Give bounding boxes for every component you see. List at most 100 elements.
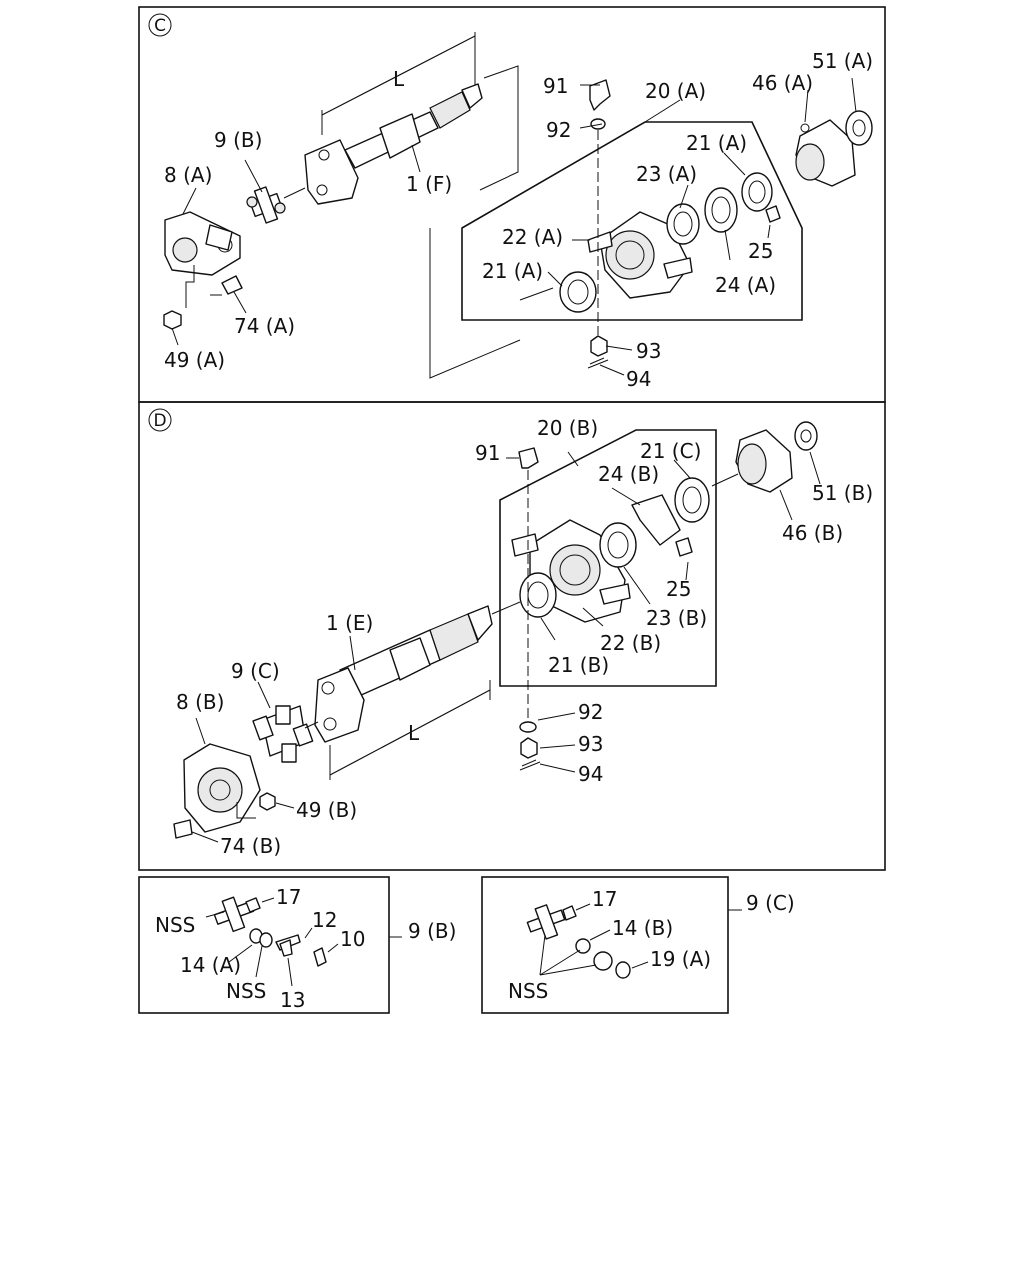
washer-92-d <box>519 721 537 733</box>
washer-92-c <box>590 118 606 130</box>
label-21a-top: 21 (A) <box>686 131 747 155</box>
label-23a: 23 (A) <box>636 162 697 186</box>
label-49a: 49 (A) <box>164 348 225 372</box>
label-10: 10 <box>340 927 365 951</box>
bearing-23b <box>599 522 637 568</box>
bolt-74b <box>173 819 193 839</box>
flange-yoke-8a <box>164 211 241 276</box>
label-46b: 46 (B) <box>782 521 843 545</box>
section-d-marker-circle <box>148 408 172 432</box>
label-22a: 22 (A) <box>502 225 563 249</box>
label-1f: 1 (F) <box>406 172 452 196</box>
label-21a-left: 21 (A) <box>482 259 543 283</box>
universal-joint-9b <box>246 186 286 224</box>
label-74a: 74 (A) <box>234 314 295 338</box>
nut-51a <box>845 110 873 146</box>
label-21c: 21 (C) <box>640 439 701 463</box>
label-l-d: L <box>408 721 420 745</box>
label-94-d: 94 <box>578 762 603 786</box>
collar-24b <box>631 494 681 546</box>
bolt-74a <box>221 275 243 295</box>
label-17-b: 17 <box>276 885 301 909</box>
section-d: D <box>138 401 886 871</box>
detail-9c-title: 9 (C) <box>746 891 795 915</box>
label-8b: 8 (B) <box>176 690 224 714</box>
nut-93-d <box>520 737 538 759</box>
propeller-shaft-1e <box>314 605 493 743</box>
detail-9c-frame <box>481 876 729 1014</box>
companion-flange-46b <box>735 429 793 493</box>
label-74b: 74 (B) <box>220 834 281 858</box>
label-46a: 46 (A) <box>752 71 813 95</box>
bearing-23a <box>666 203 700 245</box>
seal-nss-b <box>259 932 273 948</box>
grease-nipple-17-b <box>245 897 261 913</box>
label-13: 13 <box>280 988 305 1012</box>
grease-nipple-17-c <box>562 905 577 921</box>
label-20b: 20 (B) <box>537 416 598 440</box>
seal-21b <box>519 572 557 618</box>
cotter-pin-94-d <box>519 759 541 771</box>
label-23b: 23 (B) <box>646 606 707 630</box>
companion-flange-46a <box>795 119 856 187</box>
label-nss-c: NSS <box>508 979 548 1003</box>
nut-49b <box>259 792 276 811</box>
label-24b: 24 (B) <box>598 462 659 486</box>
label-17-c: 17 <box>592 887 617 911</box>
label-14a: 14 (A) <box>180 953 241 977</box>
label-nss-b2: NSS <box>226 979 266 1003</box>
dimension-line-l <box>321 35 476 116</box>
label-9b: 9 (B) <box>214 128 262 152</box>
bolt-91-c <box>589 79 611 111</box>
section-c: C L <box>138 6 886 403</box>
label-8a: 8 (A) <box>164 163 212 187</box>
nut-51b <box>794 421 818 451</box>
label-92-d: 92 <box>578 700 603 724</box>
label-94-c: 94 <box>626 367 651 391</box>
lock-plate-13 <box>279 939 293 957</box>
label-25-d: 25 <box>666 577 691 601</box>
label-25-c: 25 <box>748 239 773 263</box>
detail-9b-title: 9 (B) <box>408 919 456 943</box>
bolt-10 <box>313 947 327 967</box>
label-49b: 49 (B) <box>296 798 357 822</box>
collar-24a <box>704 187 738 233</box>
section-c-marker-circle <box>148 13 172 37</box>
label-91-c: 91 <box>543 74 568 98</box>
label-93-d: 93 <box>578 732 603 756</box>
label-20a: 20 (A) <box>645 79 706 103</box>
propeller-shaft-1f <box>304 83 483 205</box>
dimension-line-l-d <box>329 689 491 776</box>
label-51b: 51 (B) <box>812 481 873 505</box>
section-c-marker: C <box>154 16 166 36</box>
section-d-marker: D <box>153 411 166 431</box>
nut-49a <box>163 310 182 330</box>
label-1e: 1 (E) <box>326 611 373 635</box>
detail-9c: 9 (C) 17 14 (B) 19 (A) NSS <box>481 876 795 1014</box>
detail-9b: 9 (B) 17 NSS 12 10 14 (A) NSS 13 <box>138 876 456 1014</box>
grease-nipple-25-d <box>675 537 693 557</box>
label-l: L <box>393 67 405 91</box>
section-d-frame <box>138 401 886 871</box>
universal-joint-9c <box>252 705 314 763</box>
seal-21a-right <box>741 172 773 212</box>
label-21b: 21 (B) <box>548 653 609 677</box>
label-22b: 22 (B) <box>600 631 661 655</box>
seal-21c <box>674 477 710 523</box>
grease-nipple-25 <box>765 205 781 223</box>
label-92-c: 92 <box>546 118 571 142</box>
label-93-c: 93 <box>636 339 661 363</box>
label-91-d: 91 <box>475 441 500 465</box>
snap-ring-19a <box>615 961 631 979</box>
seal-21a-left <box>559 271 597 313</box>
label-9c: 9 (C) <box>231 659 280 683</box>
bearing-bracket-22a <box>587 211 693 299</box>
label-19a: 19 (A) <box>650 947 711 971</box>
label-12: 12 <box>312 908 337 932</box>
flange-yoke-8b <box>183 743 261 833</box>
bearing-cup-nss-c <box>593 951 613 971</box>
label-24a: 24 (A) <box>715 273 776 297</box>
label-nss-b1: NSS <box>155 913 195 937</box>
